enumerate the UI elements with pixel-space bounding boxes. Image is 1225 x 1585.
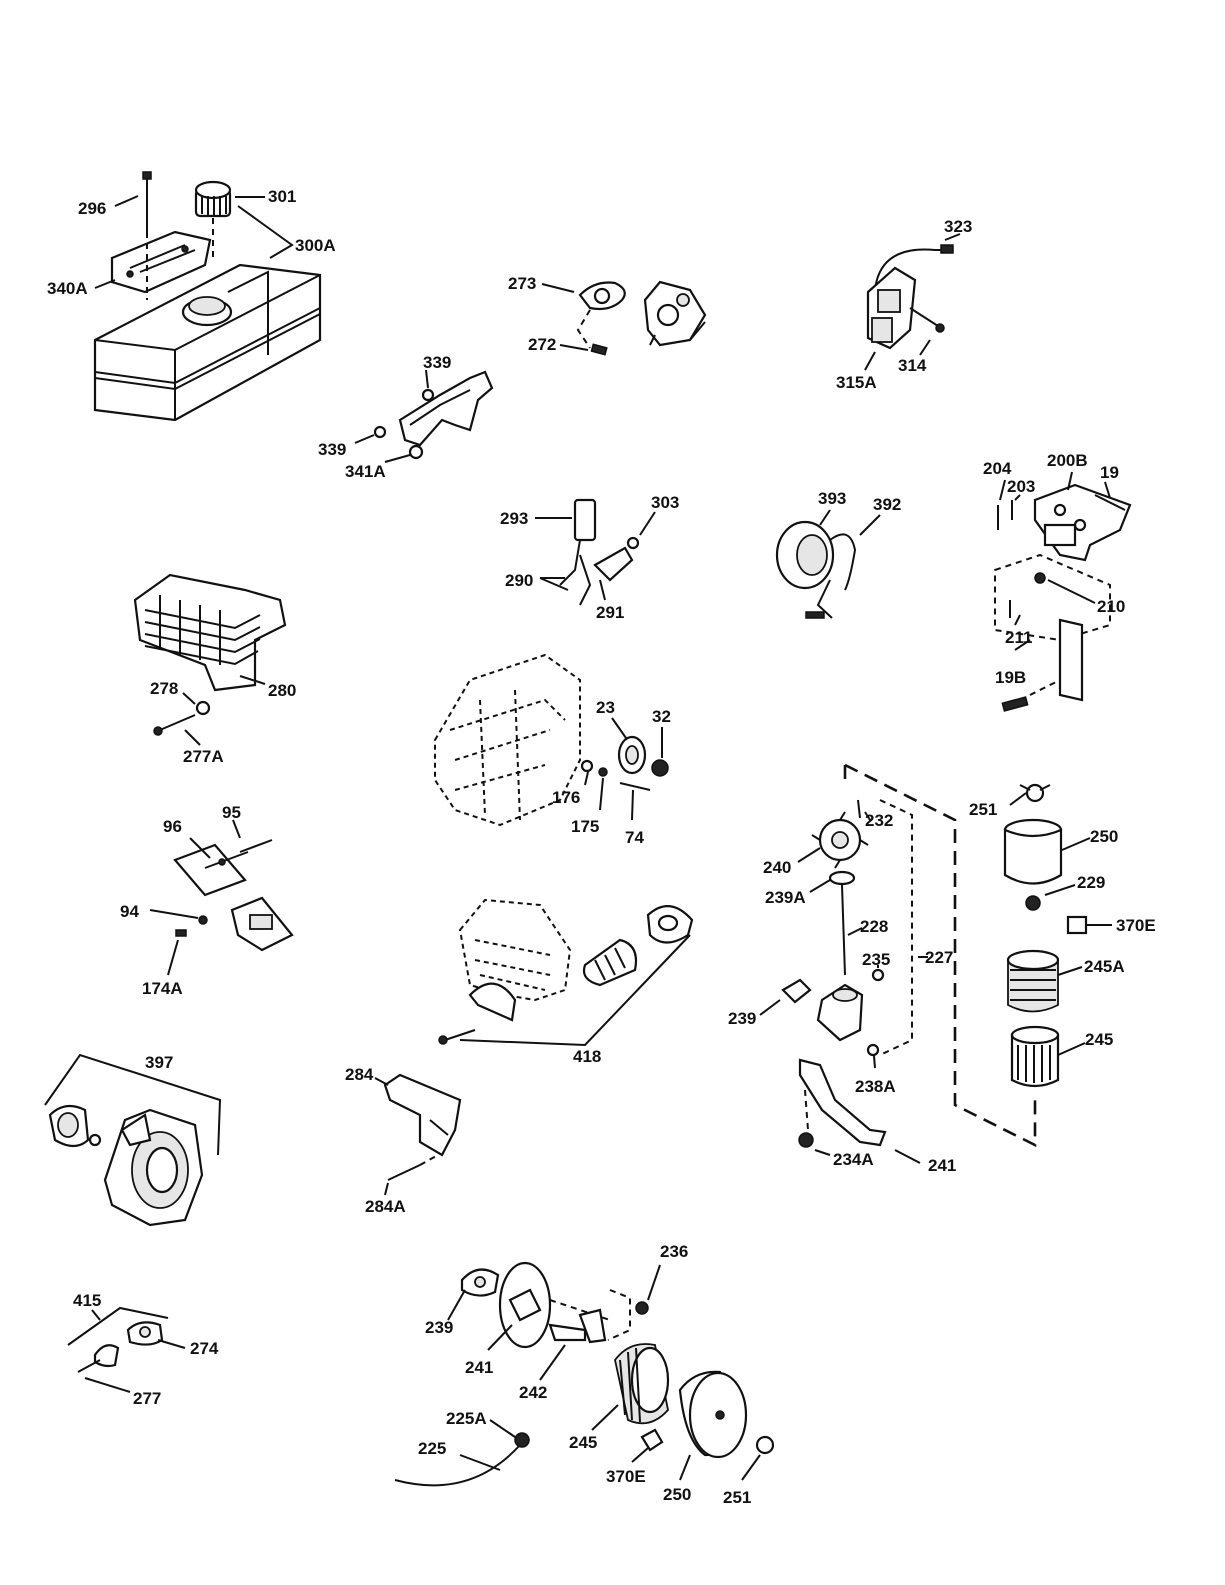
callout-341A: 341A xyxy=(345,462,386,481)
fuel-tank xyxy=(95,265,320,420)
callout-251-upper: 251 xyxy=(969,800,997,819)
callout-397: 397 xyxy=(145,1053,173,1072)
muffler-group xyxy=(135,575,285,745)
callout-95: 95 xyxy=(222,803,241,822)
ignition-module-group xyxy=(865,234,960,370)
control-bracket xyxy=(400,372,492,445)
bolt-296 xyxy=(143,172,151,232)
callout-228: 228 xyxy=(860,917,888,936)
callout-174A: 174A xyxy=(142,979,183,998)
muffler xyxy=(135,575,285,690)
callout-96: 96 xyxy=(163,817,182,836)
bracket-284 xyxy=(385,1075,460,1155)
carburetor-group xyxy=(542,282,705,355)
callout-280: 280 xyxy=(268,681,296,700)
callout-225: 225 xyxy=(418,1439,446,1458)
wing-nut-251 xyxy=(1027,785,1043,801)
callout-204: 204 xyxy=(983,459,1012,478)
cover-250 xyxy=(1005,830,1061,884)
box-370E xyxy=(1068,917,1086,933)
callout-175: 175 xyxy=(571,817,599,836)
callout-273: 273 xyxy=(508,274,536,293)
callout-250-bottom: 250 xyxy=(663,1485,691,1504)
callout-278: 278 xyxy=(150,679,178,698)
governor-control-group xyxy=(355,370,492,462)
callout-323: 323 xyxy=(944,217,972,236)
callout-23: 23 xyxy=(596,698,615,717)
alternator-group xyxy=(777,510,880,618)
callout-232: 232 xyxy=(865,811,893,830)
callout-210: 210 xyxy=(1097,597,1125,616)
starter-cup-group xyxy=(68,1308,185,1392)
callout-245-bottom: 245 xyxy=(569,1433,597,1452)
bracket-284-group xyxy=(375,1075,460,1195)
callout-19B: 19B xyxy=(995,668,1026,687)
callout-241-bottom: 241 xyxy=(465,1358,493,1377)
callout-315A: 315A xyxy=(836,373,877,392)
callout-339-lower: 339 xyxy=(318,440,346,459)
callout-277A: 277A xyxy=(183,747,224,766)
callout-284A: 284A xyxy=(365,1197,406,1216)
callout-340A: 340A xyxy=(47,279,88,298)
callout-274: 274 xyxy=(190,1339,219,1358)
callout-229: 229 xyxy=(1077,873,1105,892)
tank-bracket xyxy=(112,232,210,292)
bracket-241 xyxy=(800,1060,885,1145)
callout-227: 227 xyxy=(925,948,953,967)
callout-200B: 200B xyxy=(1047,451,1088,470)
callout-284: 284 xyxy=(345,1065,374,1084)
callout-300A: 300A xyxy=(295,236,336,255)
callout-32: 32 xyxy=(652,707,671,726)
callout-277: 277 xyxy=(133,1389,161,1408)
callout-392: 392 xyxy=(873,495,901,514)
callout-94: 94 xyxy=(120,902,139,921)
callout-296: 296 xyxy=(78,199,106,218)
callout-290: 290 xyxy=(505,571,533,590)
callout-272: 272 xyxy=(528,335,556,354)
callout-74: 74 xyxy=(625,828,644,847)
callout-239A: 239A xyxy=(765,888,806,907)
callout-250-upper: 250 xyxy=(1090,827,1118,846)
callout-301: 301 xyxy=(268,187,296,206)
callout-211: 211 xyxy=(1005,628,1032,647)
breather-group xyxy=(150,820,292,975)
callout-19: 19 xyxy=(1100,463,1119,482)
callout-239-bottom: 239 xyxy=(425,1318,453,1337)
callout-241-right: 241 xyxy=(928,1156,956,1175)
callout-245A: 245A xyxy=(1084,957,1125,976)
callout-240: 240 xyxy=(763,858,791,877)
callout-251-bottom: 251 xyxy=(723,1488,751,1507)
callout-303: 303 xyxy=(651,493,679,512)
callout-293: 293 xyxy=(500,509,528,528)
callout-238A: 238A xyxy=(855,1077,896,1096)
callout-235: 235 xyxy=(862,950,890,969)
callout-370E-bottom: 370E xyxy=(606,1467,646,1486)
callout-245-right: 245 xyxy=(1085,1030,1113,1049)
callout-236: 236 xyxy=(660,1242,688,1261)
callout-242: 242 xyxy=(519,1383,547,1402)
callout-225A: 225A xyxy=(446,1409,487,1428)
callout-203: 203 xyxy=(1007,477,1035,496)
callout-415: 415 xyxy=(73,1291,101,1310)
callout-370E-upper: 370E xyxy=(1116,916,1156,935)
cylinder-head-group xyxy=(439,900,692,1045)
fuel-tank-group xyxy=(95,172,320,420)
fuel-cap xyxy=(196,182,230,216)
callout-176: 176 xyxy=(552,788,580,807)
callout-418: 418 xyxy=(573,1047,601,1066)
throttle-control-group xyxy=(535,500,655,605)
callout-291: 291 xyxy=(596,603,624,622)
callout-314: 314 xyxy=(898,356,927,375)
recoil-starter-group xyxy=(45,1055,220,1225)
throttle-block xyxy=(575,500,595,540)
cylinder-head xyxy=(460,900,570,1000)
muffler-tube xyxy=(584,940,636,985)
callout-239-right: 239 xyxy=(728,1009,756,1028)
callout-234A: 234A xyxy=(833,1150,874,1169)
callout-339-upper: 339 xyxy=(423,353,451,372)
callout-393: 393 xyxy=(818,489,846,508)
